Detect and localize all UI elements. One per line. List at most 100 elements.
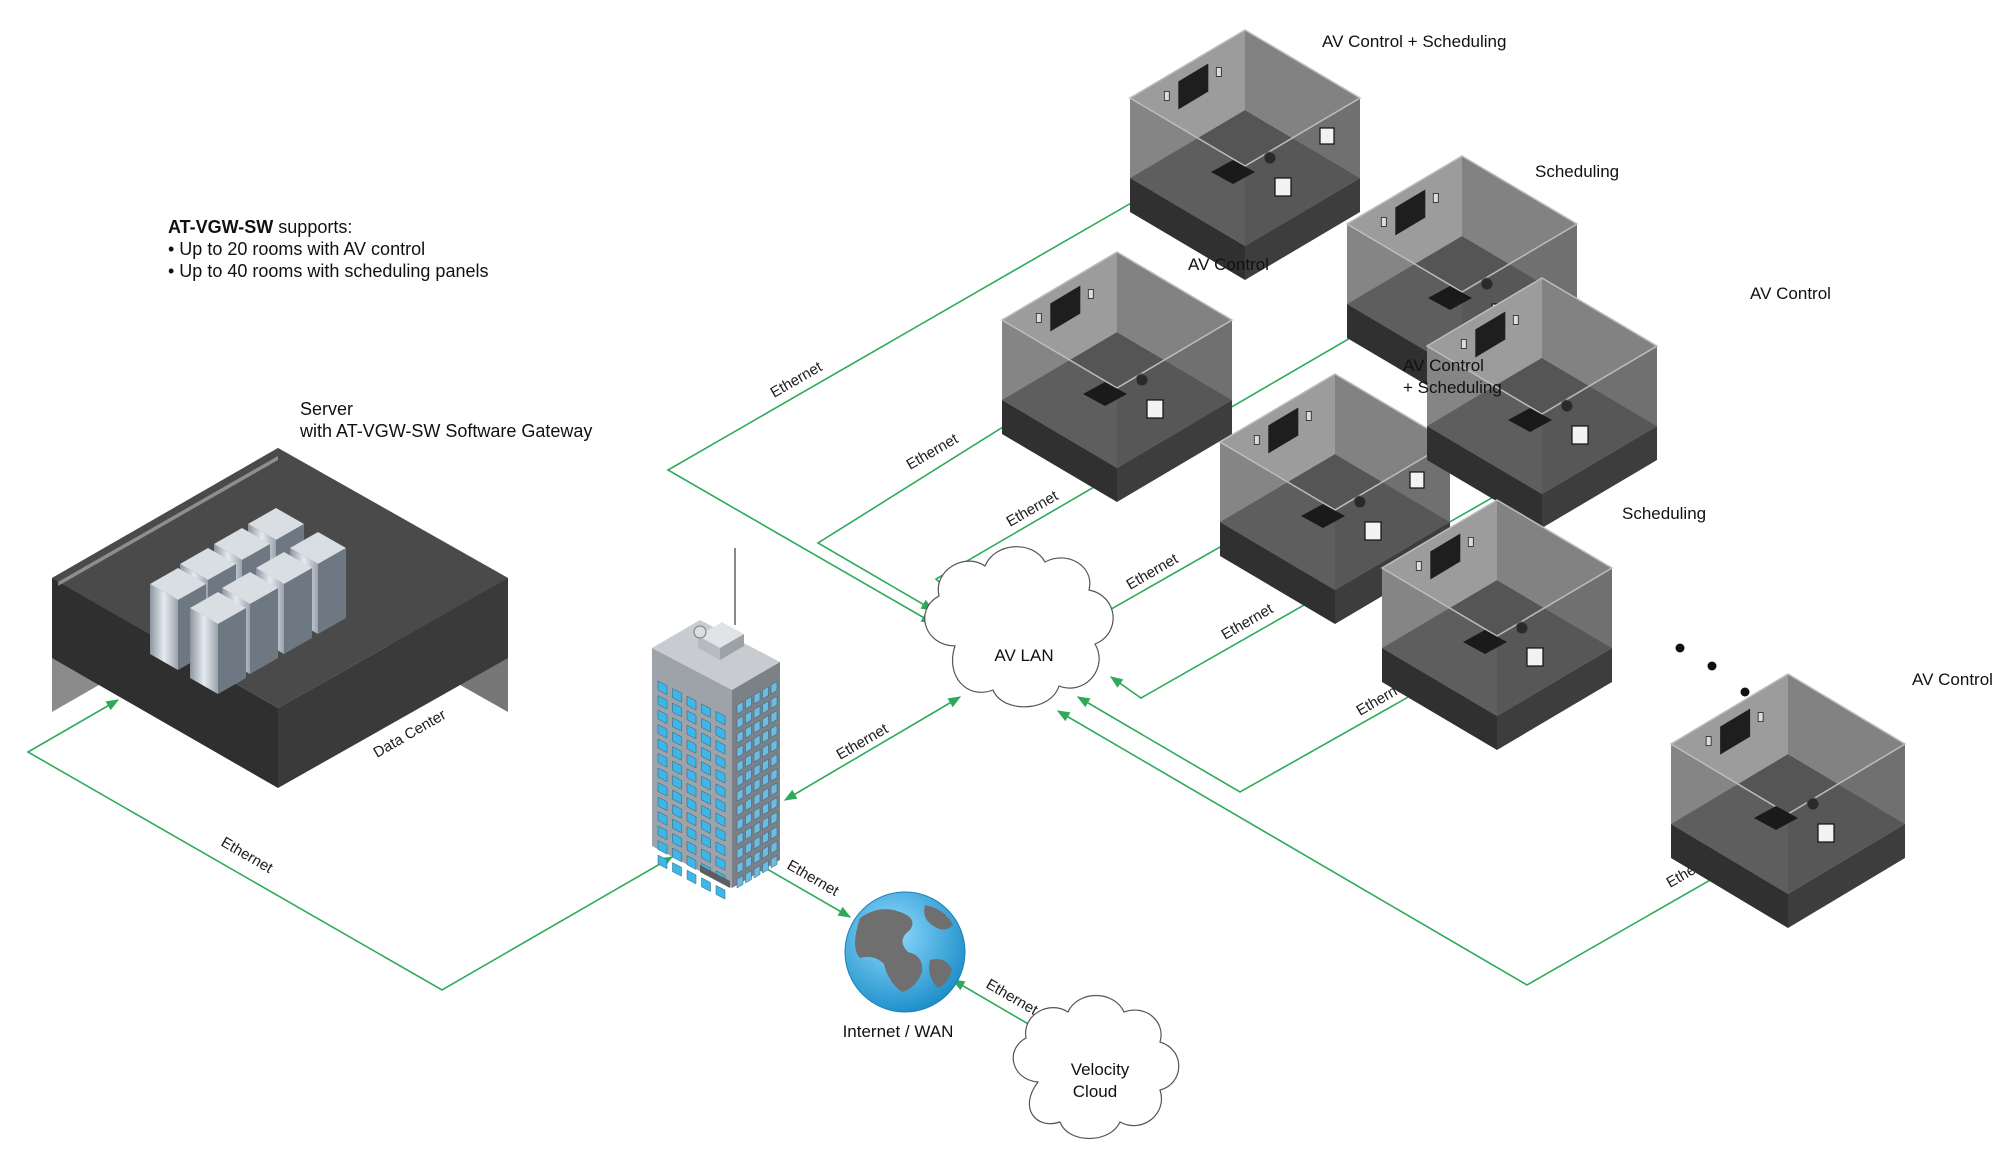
conference-room <box>1425 277 1659 528</box>
window <box>715 812 726 828</box>
window <box>762 845 769 859</box>
window <box>715 739 726 755</box>
internet-label: Internet / WAN <box>843 1022 954 1041</box>
conference-room <box>1000 251 1234 502</box>
window <box>686 753 697 769</box>
window <box>686 782 697 798</box>
wall-plate <box>1705 736 1712 746</box>
touch-panel <box>1146 399 1164 419</box>
window <box>762 715 769 729</box>
info-bullet-1: • Up to 20 rooms with AV control <box>168 239 426 259</box>
wall-plate <box>1087 289 1094 299</box>
window <box>745 841 752 855</box>
window <box>701 761 711 776</box>
ethernet-label: Ethernet <box>1124 550 1182 593</box>
window <box>762 831 769 845</box>
velocity-cloud <box>1012 994 1180 1140</box>
window <box>736 715 744 729</box>
window <box>672 818 682 834</box>
globe-icon <box>844 891 966 1013</box>
window <box>753 792 761 806</box>
window <box>745 710 752 724</box>
window <box>736 831 744 845</box>
camera-device <box>1480 277 1494 291</box>
window <box>736 846 744 860</box>
room-label: AV Control <box>1912 670 1993 689</box>
camera-device <box>1560 399 1574 413</box>
wall-plate <box>1467 537 1474 547</box>
window <box>762 744 769 758</box>
window <box>672 746 682 761</box>
server-subtitle: with AT-VGW-SW Software Gateway <box>300 421 593 441</box>
window <box>672 731 682 747</box>
server-racks <box>150 508 346 694</box>
conference-room <box>1218 373 1452 624</box>
window <box>753 705 761 719</box>
scheduling-panel <box>1319 127 1335 145</box>
window <box>745 725 752 739</box>
window <box>701 775 711 791</box>
av-lan-cloud <box>924 546 1114 708</box>
window <box>657 782 668 797</box>
window <box>736 773 744 787</box>
building-windows <box>657 680 778 900</box>
window <box>715 710 726 726</box>
window <box>745 739 752 753</box>
window <box>762 816 769 830</box>
room-label: Scheduling <box>1622 504 1706 523</box>
window <box>672 847 682 863</box>
window <box>745 826 752 840</box>
window <box>686 826 697 841</box>
cloud-label-line1: Velocity <box>1071 1060 1130 1079</box>
window <box>715 855 726 871</box>
window <box>736 788 744 802</box>
window <box>762 860 769 874</box>
window <box>701 804 711 820</box>
window <box>745 812 752 826</box>
window <box>770 797 778 811</box>
window <box>657 724 668 739</box>
av-lan-label: AV LAN <box>994 646 1053 665</box>
window <box>736 875 744 889</box>
av-device <box>1428 286 1472 310</box>
wall-plate <box>1215 67 1222 77</box>
window <box>753 763 761 777</box>
window <box>770 782 778 796</box>
window <box>770 724 778 738</box>
window <box>686 710 697 725</box>
server-label: Server with AT-VGW-SW Software Gateway <box>300 398 592 442</box>
window <box>715 768 726 784</box>
window <box>745 696 752 710</box>
info-heading: AT-VGW-SW supports: <box>168 216 488 238</box>
window <box>762 758 769 772</box>
window <box>736 701 744 715</box>
conference-room <box>1128 29 1362 280</box>
wall-display <box>1178 63 1209 110</box>
wall-display <box>1720 708 1751 755</box>
window <box>701 819 711 834</box>
window <box>736 744 744 758</box>
window <box>770 753 778 767</box>
window <box>715 797 726 813</box>
window <box>762 773 769 787</box>
window <box>753 720 761 734</box>
info-block: AT-VGW-SW supports: • Up to 20 rooms wit… <box>168 216 488 282</box>
window <box>686 840 697 856</box>
wall-plate <box>1512 315 1519 325</box>
window <box>753 734 761 748</box>
window <box>762 686 769 700</box>
wall-plate <box>1460 339 1467 349</box>
window <box>770 768 778 782</box>
wall-plate <box>1415 561 1422 571</box>
window <box>701 717 711 733</box>
window <box>657 825 668 841</box>
ethernet-label: Ethernet <box>983 976 1041 1019</box>
window <box>715 841 726 857</box>
av-device <box>1083 382 1127 406</box>
wall-display <box>1430 533 1461 580</box>
window <box>770 681 778 695</box>
av-device <box>1508 408 1552 432</box>
window <box>762 787 769 801</box>
window <box>736 802 744 816</box>
window <box>672 717 682 732</box>
